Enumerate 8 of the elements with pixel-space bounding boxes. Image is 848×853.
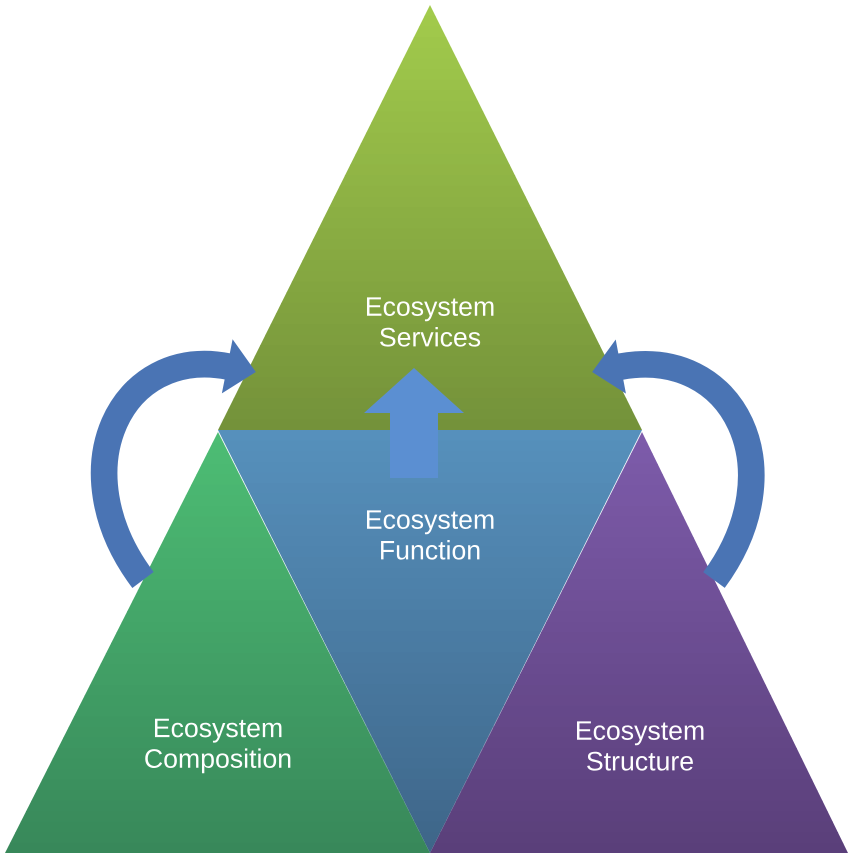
triangle: Ecosystem Services [218, 5, 642, 392]
triangle: Ecosystem Structure [430, 579, 848, 853]
node-label: Ecosystem Function [366, 510, 494, 560]
triangle: Ecosystem Composition [5, 579, 430, 853]
node-label: Ecosystem Services [366, 297, 494, 347]
node-label: Ecosystem Composition [145, 718, 290, 774]
arrow [364, 368, 464, 478]
node-label: Ecosystem Structure [576, 721, 704, 771]
